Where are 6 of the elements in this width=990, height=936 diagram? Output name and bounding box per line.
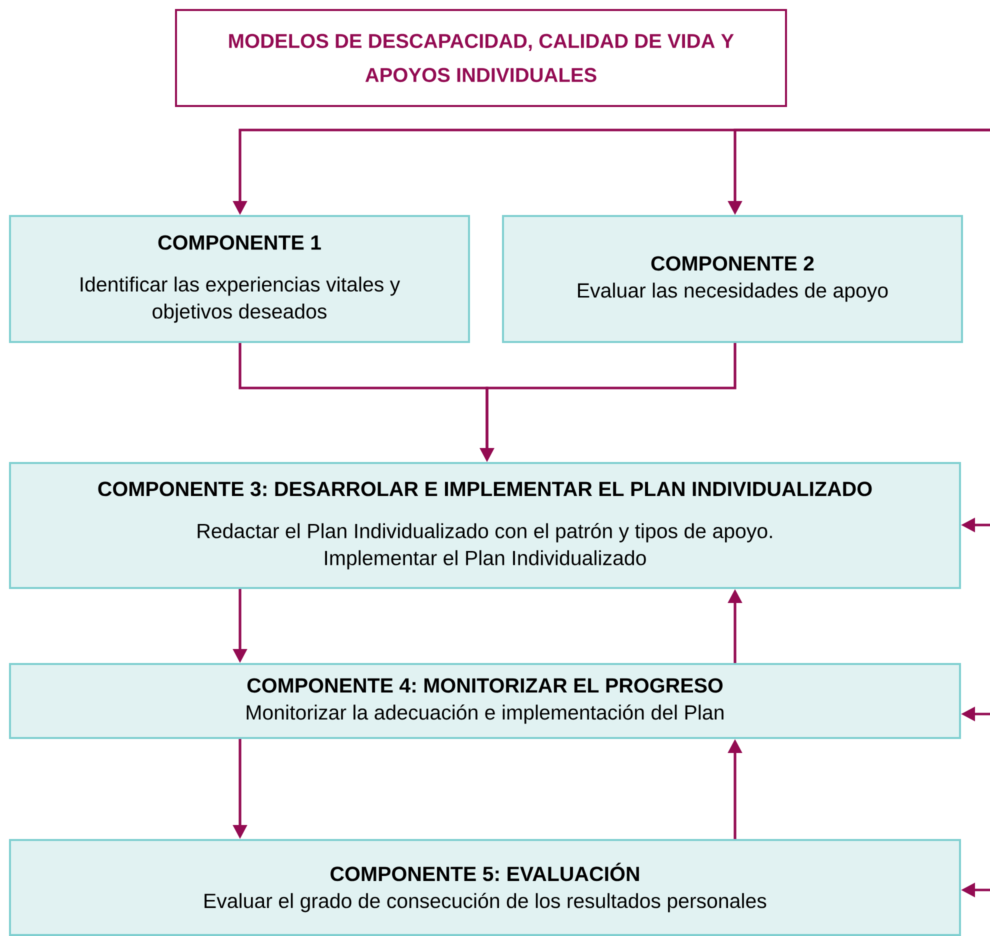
component-box: COMPONENTE 3: DESARROLAR E IMPLEMENTAR EL PLAN INDIVIDUALIZADO Redactar el Plan Individualizado con el patrón y tipos de apoyo. Implementar el Plan Individualizado <box>9 462 961 589</box>
component-box: COMPONENTE 2 Evaluar las necesidades de apoyo <box>502 215 963 343</box>
component-box: COMPONENTE 4: MONITORIZAR EL PROGRESO Monitorizar la adecuación e implementación del Plan <box>9 663 961 739</box>
title-box: MODELOS DE DESCAPACIDAD, CALIDAD DE VIDA Y APOYOS INDIVIDUALES <box>175 9 787 107</box>
component-box: COMPONENTE 5: EVALUACIÓN Evaluar el grado de consecución de los resultados personales <box>9 839 961 936</box>
component-box: COMPONENTE 1 Identificar las experiencias vitales y objetivos deseados <box>9 215 470 343</box>
